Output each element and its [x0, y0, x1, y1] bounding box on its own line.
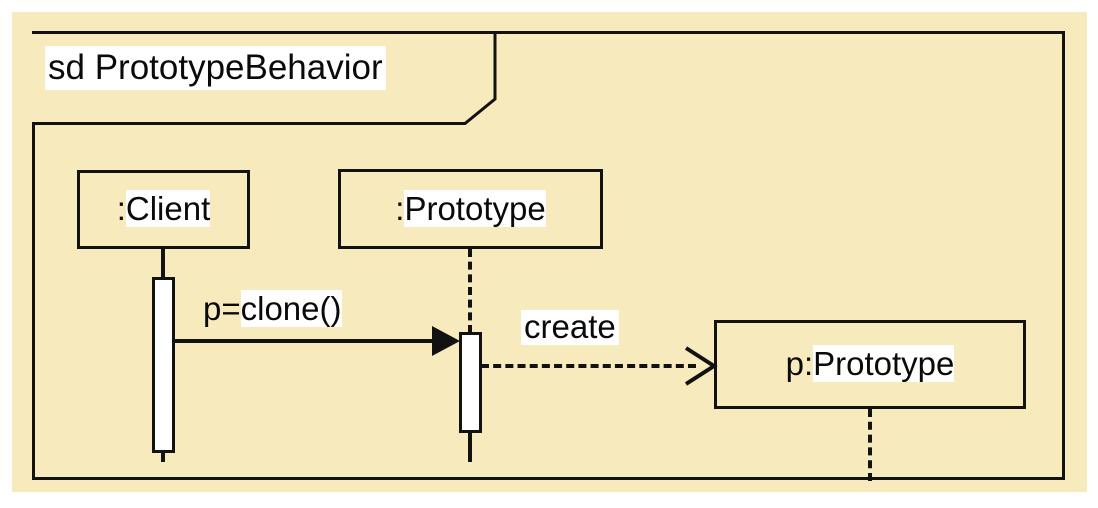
lifeline-prototype-upper: [468, 249, 472, 333]
message-line-create: [481, 364, 696, 368]
lifeline-label-p-prototype-name: Prototype: [813, 345, 955, 383]
lifeline-client-tail: [161, 451, 165, 462]
message-label-clone: p=clone(): [203, 290, 342, 327]
lifeline-head-p-prototype[interactable]: p:Prototype: [714, 320, 1026, 409]
message-label-clone-call: clone(): [240, 290, 342, 327]
lifeline-head-prototype[interactable]: :Prototype: [338, 169, 603, 249]
lifeline-label-client-name: Client: [125, 190, 211, 228]
lifeline-label-prototype-name: Prototype: [404, 189, 546, 227]
lifeline-head-client[interactable]: :Client: [77, 170, 250, 249]
frame-label-text: sd PrototypeBehavior: [45, 46, 386, 90]
message-label-create: create: [521, 309, 619, 345]
message-arrowhead-clone: [430, 322, 464, 365]
lifeline-prototype-tail: [468, 431, 472, 462]
lifeline-p-prototype: [868, 409, 872, 481]
message-line-clone: [175, 339, 438, 343]
activation-bar-client: [152, 277, 175, 453]
lifeline-label-p-prototype: p:Prototype: [785, 345, 955, 383]
lifeline-label-prototype: :Prototype: [395, 189, 546, 227]
lifeline-client: [161, 249, 165, 279]
message-arrowhead-create: [682, 345, 720, 392]
lifeline-label-client: :Client: [116, 190, 211, 228]
